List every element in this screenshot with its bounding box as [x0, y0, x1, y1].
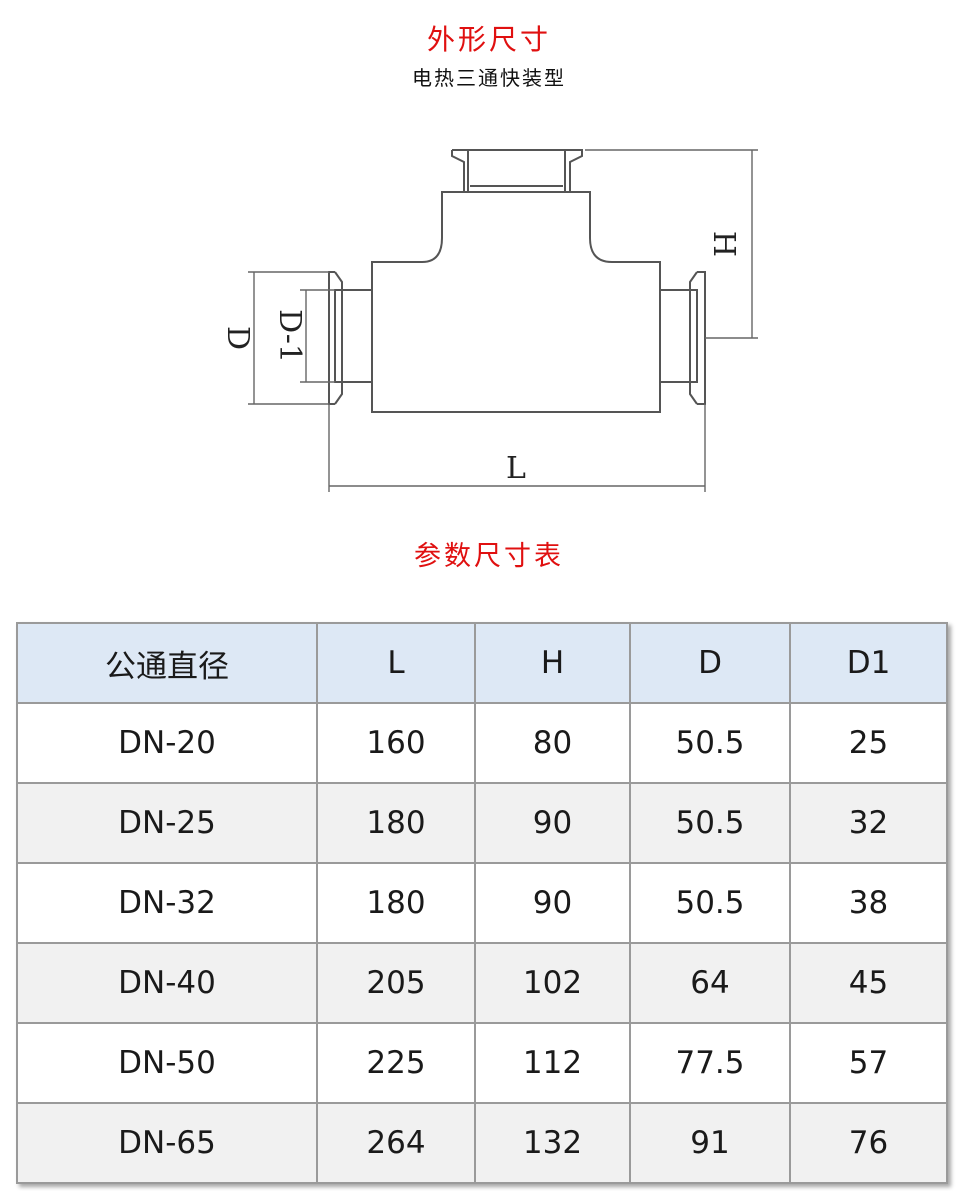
left-ferrule-flange	[328, 271, 343, 405]
table-cell: 102	[474, 942, 631, 1024]
column-header: D1	[789, 622, 948, 704]
table-cell: 180	[316, 862, 476, 944]
table-cell: 80	[474, 702, 631, 784]
top-ferrule-flange	[451, 149, 583, 192]
table-cell: 50.5	[629, 862, 791, 944]
table-row: DN-25 180 90 50.5 32	[16, 782, 948, 864]
table-row: DN-65 264 132 91 76	[16, 1102, 948, 1184]
table-cell: DN-32	[16, 862, 318, 944]
table-row: DN-40 205 102 64 45	[16, 942, 948, 1024]
table-row: DN-32 180 90 50.5 38	[16, 862, 948, 944]
spec-table: 公通直径 L H D D1 DN-20 160 80 50.5 25 DN-25…	[16, 622, 948, 1184]
column-header: L	[316, 622, 476, 704]
table-cell: 32	[789, 782, 948, 864]
table-cell: 76	[789, 1102, 948, 1184]
table-row: DN-20 160 80 50.5 25	[16, 702, 948, 784]
dim-d1-label: D-1	[272, 309, 307, 363]
dim-h-label: H	[706, 231, 741, 257]
table-cell: 132	[474, 1102, 631, 1184]
table-row: DN-50 225 112 77.5 57	[16, 1022, 948, 1104]
table-cell: 160	[316, 702, 476, 784]
table-cell: 112	[474, 1022, 631, 1104]
table-header-row: 公通直径 L H D D1	[16, 622, 948, 704]
table-cell: 50.5	[629, 702, 791, 784]
table-cell: 64	[629, 942, 791, 1024]
tee-body-outline	[371, 191, 661, 413]
table-cell: 90	[474, 782, 631, 864]
table-cell: DN-65	[16, 1102, 318, 1184]
column-header: 公通直径	[16, 622, 318, 704]
dim-d-label: D	[220, 326, 255, 350]
column-header: H	[474, 622, 631, 704]
dim-l-label: L	[506, 451, 526, 486]
column-header: D	[629, 622, 791, 704]
table-cell: 57	[789, 1022, 948, 1104]
table-cell: 38	[789, 862, 948, 944]
table-cell: 25	[789, 702, 948, 784]
table-cell: 90	[474, 862, 631, 944]
left-ferrule	[334, 289, 373, 383]
table-title: 参数尺寸表	[414, 541, 564, 572]
page-title: 外形尺寸	[426, 23, 551, 56]
table-cell: DN-50	[16, 1022, 318, 1104]
table-cell: DN-20	[16, 702, 318, 784]
table-cell: DN-40	[16, 942, 318, 1024]
table-cell: 180	[316, 782, 476, 864]
table-cell: 225	[316, 1022, 476, 1104]
page-subtitle: 电热三通快装型	[412, 66, 566, 90]
tee-dimension-drawing: H D D-1 L	[220, 149, 758, 492]
table-cell: 205	[316, 942, 476, 1024]
table-cell: 45	[789, 942, 948, 1024]
table-cell: DN-25	[16, 782, 318, 864]
table-cell: 264	[316, 1102, 476, 1184]
right-ferrule	[659, 289, 698, 383]
table-cell: 77.5	[629, 1022, 791, 1104]
table-cell: 91	[629, 1102, 791, 1184]
table-cell: 50.5	[629, 782, 791, 864]
